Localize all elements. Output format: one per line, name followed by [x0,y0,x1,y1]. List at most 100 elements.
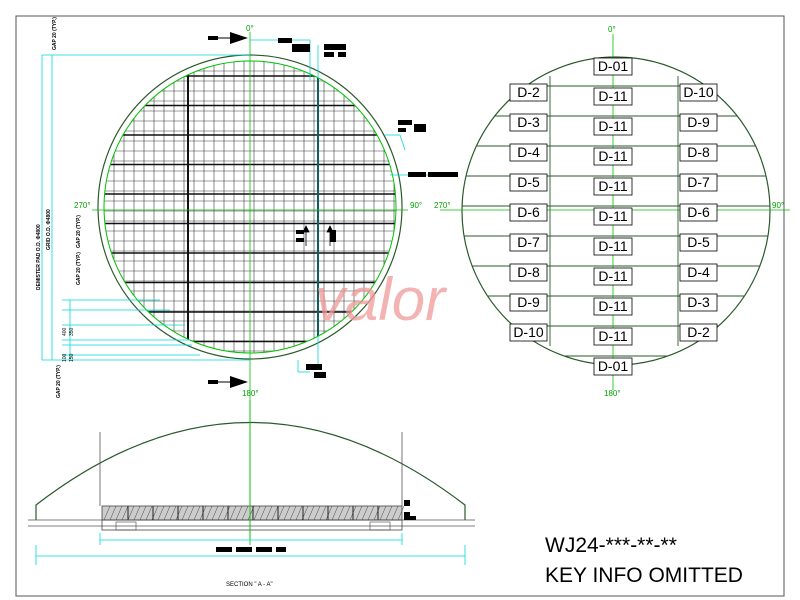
hatch-line [187,505,195,521]
gap-annotation-mid2: GAP 20 (TYP.) [76,252,82,285]
layout-label-box [679,233,718,252]
hatch-line [235,505,243,521]
section-view: SECTION " A - A" [28,400,475,588]
layout-label-box [593,87,633,106]
layout-label-box [679,173,718,192]
layout-label-box [679,293,718,312]
layout-label: D-2 [687,324,710,340]
layout-label: D-4 [687,264,710,280]
layout-label-box [593,57,633,76]
plan-angle-180: 180° [242,389,259,398]
layout-label-box [679,263,718,282]
section-redacted-marks [216,500,416,552]
hatch-line [163,505,171,521]
hatch-line [229,505,237,521]
layout-label-box [679,83,718,102]
hatch-line [289,505,297,521]
layout-label-box [593,177,633,196]
hatch-line [211,505,219,521]
dim-100: 100 [62,353,68,362]
layout-label: D-8 [517,264,540,280]
layout-label: D-10 [683,84,714,100]
hatch-line [253,505,261,521]
diameter-annotation: DEMISTER PAD O.D. Φ4800 [36,224,42,290]
grid-annotation: GRID O.D. Φ4800 [46,209,52,250]
hatch-line [277,505,285,521]
layout-label: D-4 [517,144,540,160]
hatch-line [103,505,111,521]
hatch-line [313,505,321,521]
layout-label-box [509,113,548,132]
layout-angle-270: 270° [434,201,451,210]
hatch-line [331,505,339,521]
layout-label: D-11 [598,328,628,344]
plan-angle-90: 90° [410,201,422,210]
hatch-line [145,505,153,521]
hatch-line [379,505,387,521]
hatch-line [343,505,351,521]
layout-label-box [509,173,548,192]
hatch-line [109,505,117,521]
drawing-border [15,15,785,597]
layout-label: D-10 [513,324,544,340]
layout-view: D-01D-11D-11D-11D-11D-11D-11D-11D-11D-11… [434,25,790,398]
small-arrows [302,225,334,246]
plan-view: 0° 270° 90° 180° GAP 20 (TYP.) DEMISTER … [36,17,458,540]
layout-angle-90: 90° [772,201,784,210]
layout-label: D-6 [687,204,710,220]
hatch-line [217,505,225,521]
drawing-number: WJ24-***-**-** [545,534,677,557]
layout-label-box [509,143,548,162]
hatch-line [115,505,123,521]
gap-annotation-top: GAP 20 (TYP.) [52,17,58,50]
layout-label: D-9 [517,294,540,310]
hatch-line [157,505,165,521]
layout-label: D-2 [517,84,540,100]
layout-label-box [509,83,548,102]
layout-label: D-11 [598,178,628,194]
plan-angle-270: 270° [74,201,91,210]
layout-label: D-7 [687,174,710,190]
layout-label-box [509,323,548,342]
hatch-line [223,505,231,521]
layout-label-box [679,113,718,132]
hatch-line [385,505,393,521]
layout-label-box [593,207,633,226]
layout-label: D-11 [598,88,628,104]
layout-label-box [509,203,548,222]
dim-350: 350 [69,327,75,336]
layout-label-box [593,147,633,166]
section-dimension-lines [35,533,466,565]
layout-label-box [509,233,548,252]
layout-label: D-9 [687,114,710,130]
layout-label-box [679,203,718,222]
layout-label-box [593,327,633,346]
gap-annotation-mid: GAP 20 (TYP.) [76,215,82,248]
gap-annotation-bottom: GAP 20 (TYP.) [56,365,62,398]
layout-label-box [509,293,548,312]
redacted-marks [278,38,458,378]
dim-400: 400 [62,327,68,336]
hatch-line [367,505,375,521]
hatch-line [259,505,267,521]
hatch-line [121,505,129,521]
hatch-line [325,505,333,521]
layout-label: D-3 [517,114,540,130]
hatch-line [391,505,399,521]
layout-label: D-11 [598,118,628,134]
section-arrow-top [208,32,248,44]
layout-angle-0: 0° [608,25,616,34]
hatch-line [337,505,345,521]
layout-label: D-11 [598,148,628,164]
layout-label-box [593,267,633,286]
hatch-line [205,505,213,521]
pad-hatch [103,505,405,521]
dim-150: 150 [69,353,75,362]
layout-label: D-01 [598,58,629,74]
hatch-line [271,505,279,521]
layout-label: D-5 [687,234,710,250]
hatch-line [265,505,273,521]
layout-label-box [679,323,718,342]
plan-angle-0: 0° [246,24,254,33]
